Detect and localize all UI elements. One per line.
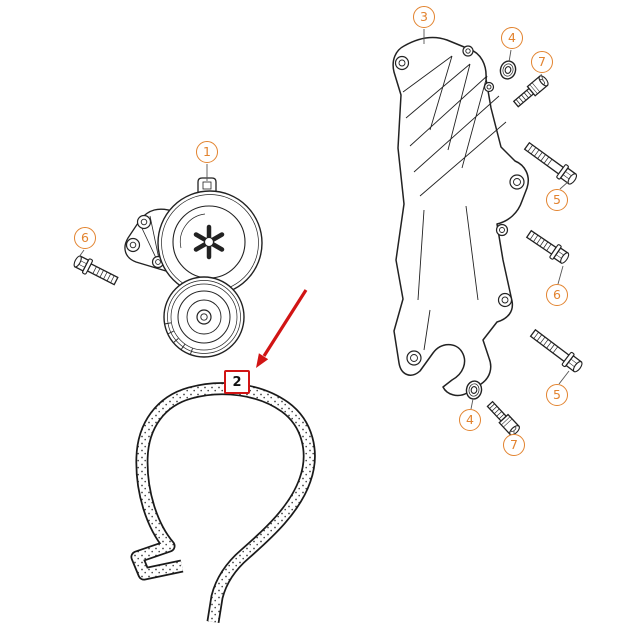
callout-3-bracket[interactable]: 3 xyxy=(413,6,435,28)
callout-4-washer-bottom[interactable]: 4 xyxy=(459,409,481,431)
hex-flange-bolt-upper-drawing xyxy=(521,138,580,188)
hex-flange-bolt-left-drawing xyxy=(71,252,121,289)
callout-7-bolt-bottom[interactable]: 7 xyxy=(503,434,525,456)
callout-2-belt-highlighted[interactable]: 2 xyxy=(224,370,250,394)
highlight-arrow xyxy=(256,289,308,368)
callout-1-tensioner[interactable]: 1 xyxy=(196,141,218,163)
callout-7-bolt-top[interactable]: 7 xyxy=(531,51,553,73)
callout-6-bolt-right[interactable]: 6 xyxy=(546,284,568,306)
washer-top-drawing xyxy=(497,58,519,82)
callout-5-bolt-upper[interactable]: 5 xyxy=(546,189,568,211)
hex-flange-bolt-lower-drawing xyxy=(527,325,586,376)
callout-4-washer-top[interactable]: 4 xyxy=(501,27,523,49)
belt-tensioner-drawing xyxy=(124,177,263,358)
leader-lines xyxy=(78,29,570,434)
ribbed-v-belt-drawing xyxy=(130,382,316,624)
callout-6-bolt-left[interactable]: 6 xyxy=(74,227,96,249)
hex-flange-bolt-right-drawing xyxy=(523,226,572,267)
callout-5-bolt-lower[interactable]: 5 xyxy=(546,384,568,406)
socket-head-bolt-bottom-drawing xyxy=(484,399,522,438)
mounting-bracket-drawing xyxy=(392,36,529,397)
socket-head-bolt-top-drawing xyxy=(511,73,551,110)
